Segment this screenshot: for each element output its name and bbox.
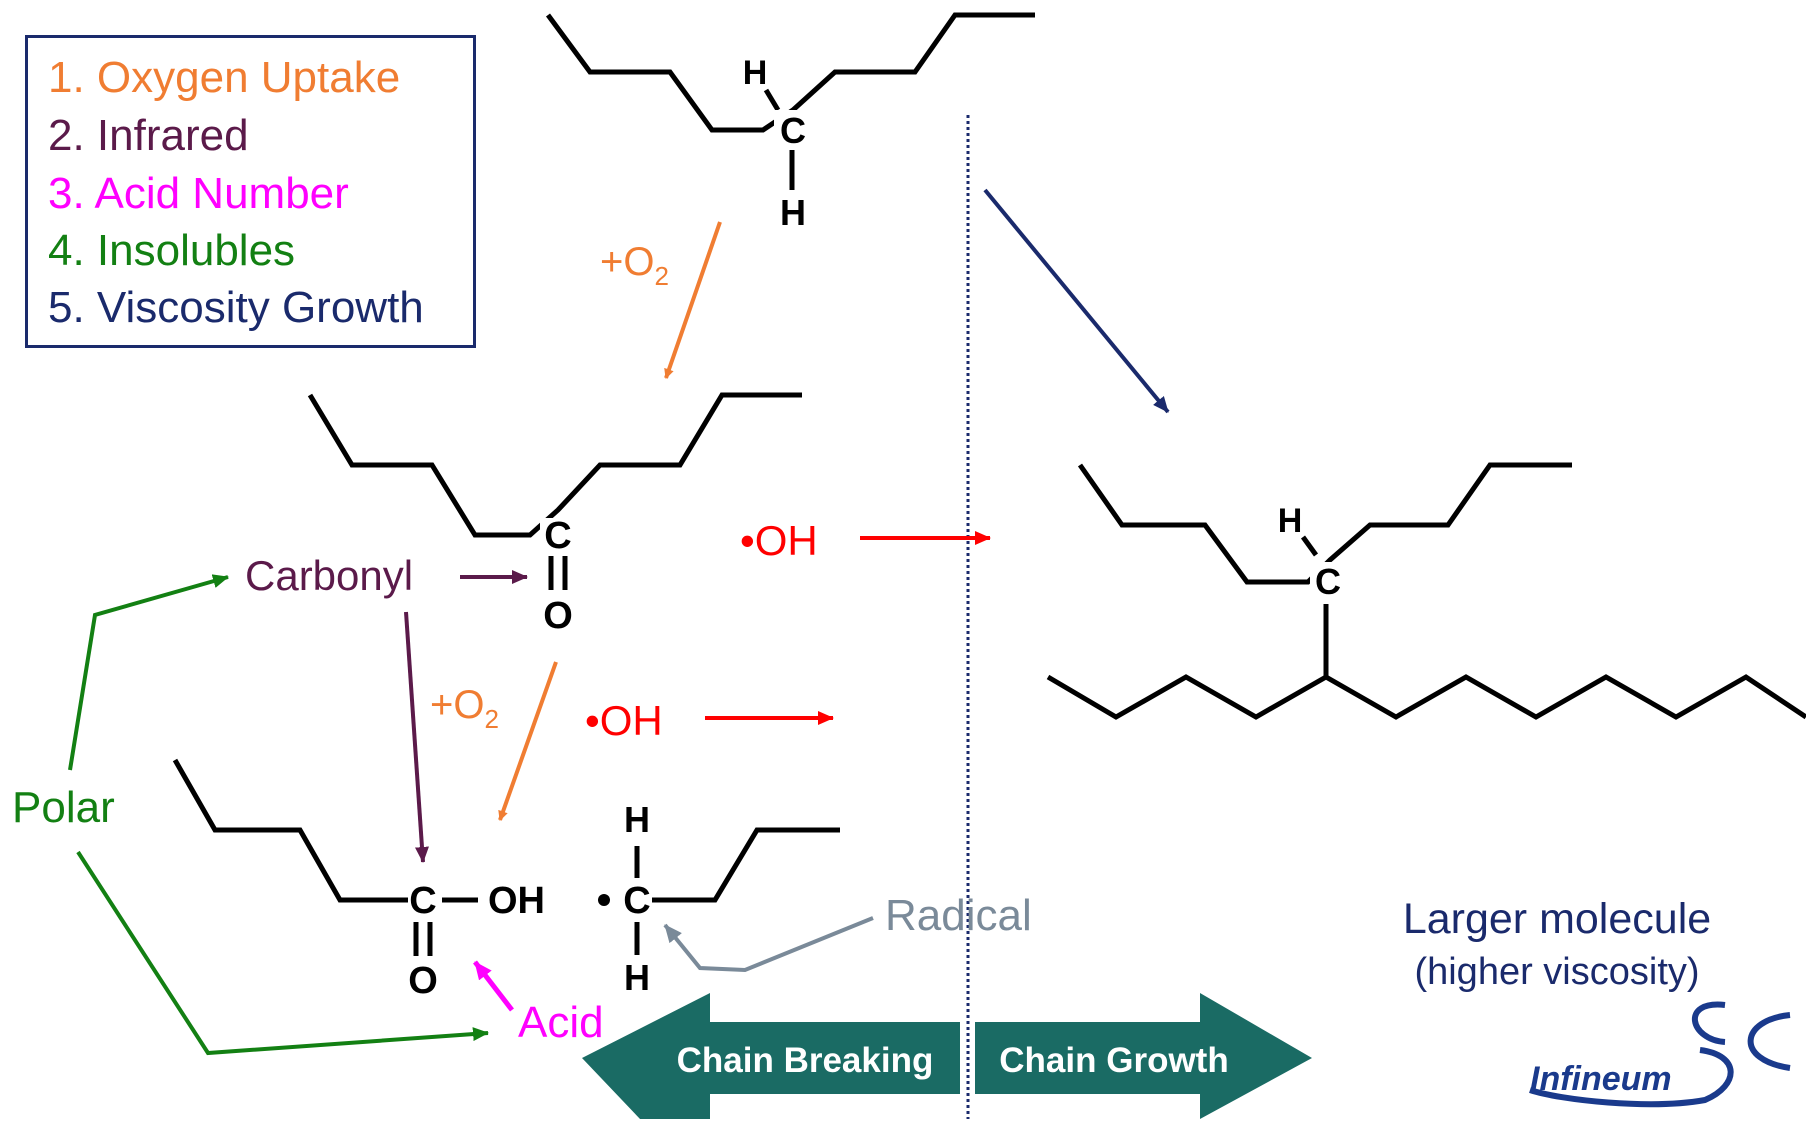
chain-arrow: Chain Breaking Chain Growth [582,993,1312,1119]
atom-h: H [780,192,806,233]
c-h-bond-top [763,88,781,112]
legend-item-infrared: 2. Infrared [48,111,249,160]
atom-c: C [623,880,650,922]
legend-item-viscosity-growth: 5. Viscosity Growth [48,283,424,332]
hydroxyl-radical-label: •OH [740,517,818,564]
chain-breaking-arrow [582,993,960,1119]
chain-growth-arrow [975,993,1312,1119]
legend-item-oxygen-uptake: 1. Oxygen Uptake [48,53,401,102]
atom-c: C [1315,561,1341,602]
polar-to-carbonyl-arrow [68,574,229,771]
radical-chain [652,827,840,903]
atom-c: C [409,880,436,922]
larger-molecule: H C [1046,462,1806,720]
acid-label: Acid [518,998,604,1047]
hydrocarbon-molecule: H C H [545,12,1035,233]
radical-arrow [663,916,874,973]
legend-item-acid-number: 3. Acid Number [48,169,349,218]
logo-swoosh-icon [1692,1001,1726,1045]
atom-c: C [780,110,806,151]
acid-chain [172,758,408,903]
viscosity-growth-arrow [983,188,1170,414]
oxygen-label: +O2 [430,683,499,734]
atom-h: H [624,799,650,840]
atom-o: O [408,960,438,1002]
chain-growth-label: Chain Growth [999,1041,1228,1080]
atom-h: H [1278,502,1303,540]
oxygen-arrow [664,221,722,379]
legend-box: 1. Oxygen Uptake 2. Infrared 3. Acid Num… [25,35,476,348]
polar-to-acid-arrow [76,850,489,1056]
acid-molecule: C OH O [172,758,545,1002]
atom-c: C [544,515,571,557]
c-h-bond-top [1300,535,1319,557]
main-chain [1046,674,1806,720]
ketone-chain [307,392,802,538]
atom-h: H [624,957,650,998]
carbonyl-label: Carbonyl [245,552,413,599]
oxygen-arrow [498,661,558,821]
legend-item-insolubles: 4. Insolubles [48,226,296,275]
logo-text: Infineum [1530,1060,1672,1098]
polar-label: Polar [12,783,115,832]
infineum-logo: Infineum [1529,1001,1791,1108]
oxygen-label: +O2 [600,240,669,291]
ketone-molecule: C O [307,392,802,637]
chain-breaking-label: Chain Breaking [677,1041,934,1080]
hydroxyl-radical-label: •OH [585,697,663,744]
atom-h: H [743,54,768,92]
radical-molecule: H C H [598,799,840,998]
logo-swoosh-icon [1529,1047,1734,1108]
acid-arrow [473,960,514,1012]
atom-oh: OH [488,880,545,922]
infrared-arrow [404,611,429,863]
logo-swoosh-icon [1747,1012,1791,1071]
atom-o: O [543,595,573,637]
radical-dot [598,894,610,906]
larger-molecule-label: Larger molecule [1403,895,1711,943]
radical-label: Radical [885,891,1032,940]
higher-viscosity-label: (higher viscosity) [1414,951,1699,993]
